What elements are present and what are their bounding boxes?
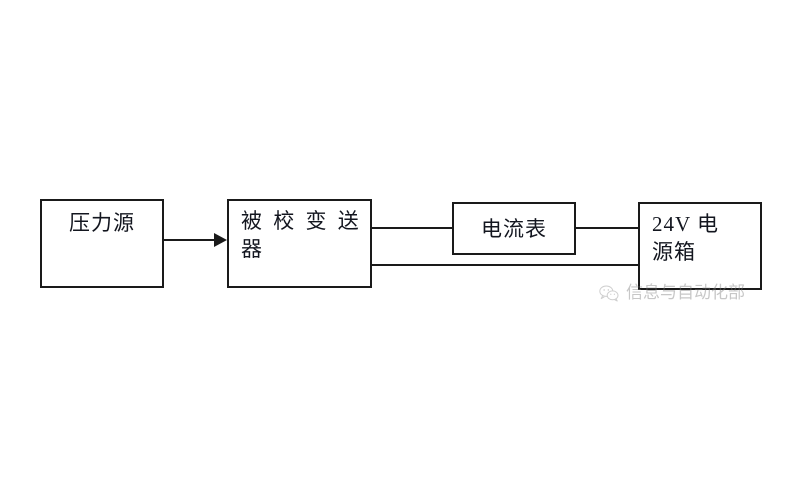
block-24v-power-supply-label: 24V 电 源箱 xyxy=(652,212,720,264)
arrow-head-icon-pressure-to-transmitter xyxy=(214,233,227,247)
block-24v-power-supply[interactable]: 24V 电 源箱 xyxy=(638,202,762,290)
connector-ammeter-to-power-supply xyxy=(576,227,638,229)
block-pressure-source[interactable]: 压力源 xyxy=(40,199,164,288)
block-ammeter-label: 电流表 xyxy=(481,217,547,241)
block-transmitter-under-calibration[interactable]: 被 校 变 送 器 xyxy=(227,199,372,288)
wechat-logo-icon xyxy=(599,284,619,302)
connector-transmitter-to-ammeter xyxy=(372,227,452,229)
connector-pressure-to-transmitter xyxy=(164,239,216,241)
block-pressure-source-label: 压力源 xyxy=(69,211,135,235)
block-transmitter-under-calibration-label: 被 校 变 送 器 xyxy=(241,209,362,261)
block-ammeter[interactable]: 电流表 xyxy=(452,202,576,255)
connector-transmitter-to-power-supply-return xyxy=(372,264,638,266)
